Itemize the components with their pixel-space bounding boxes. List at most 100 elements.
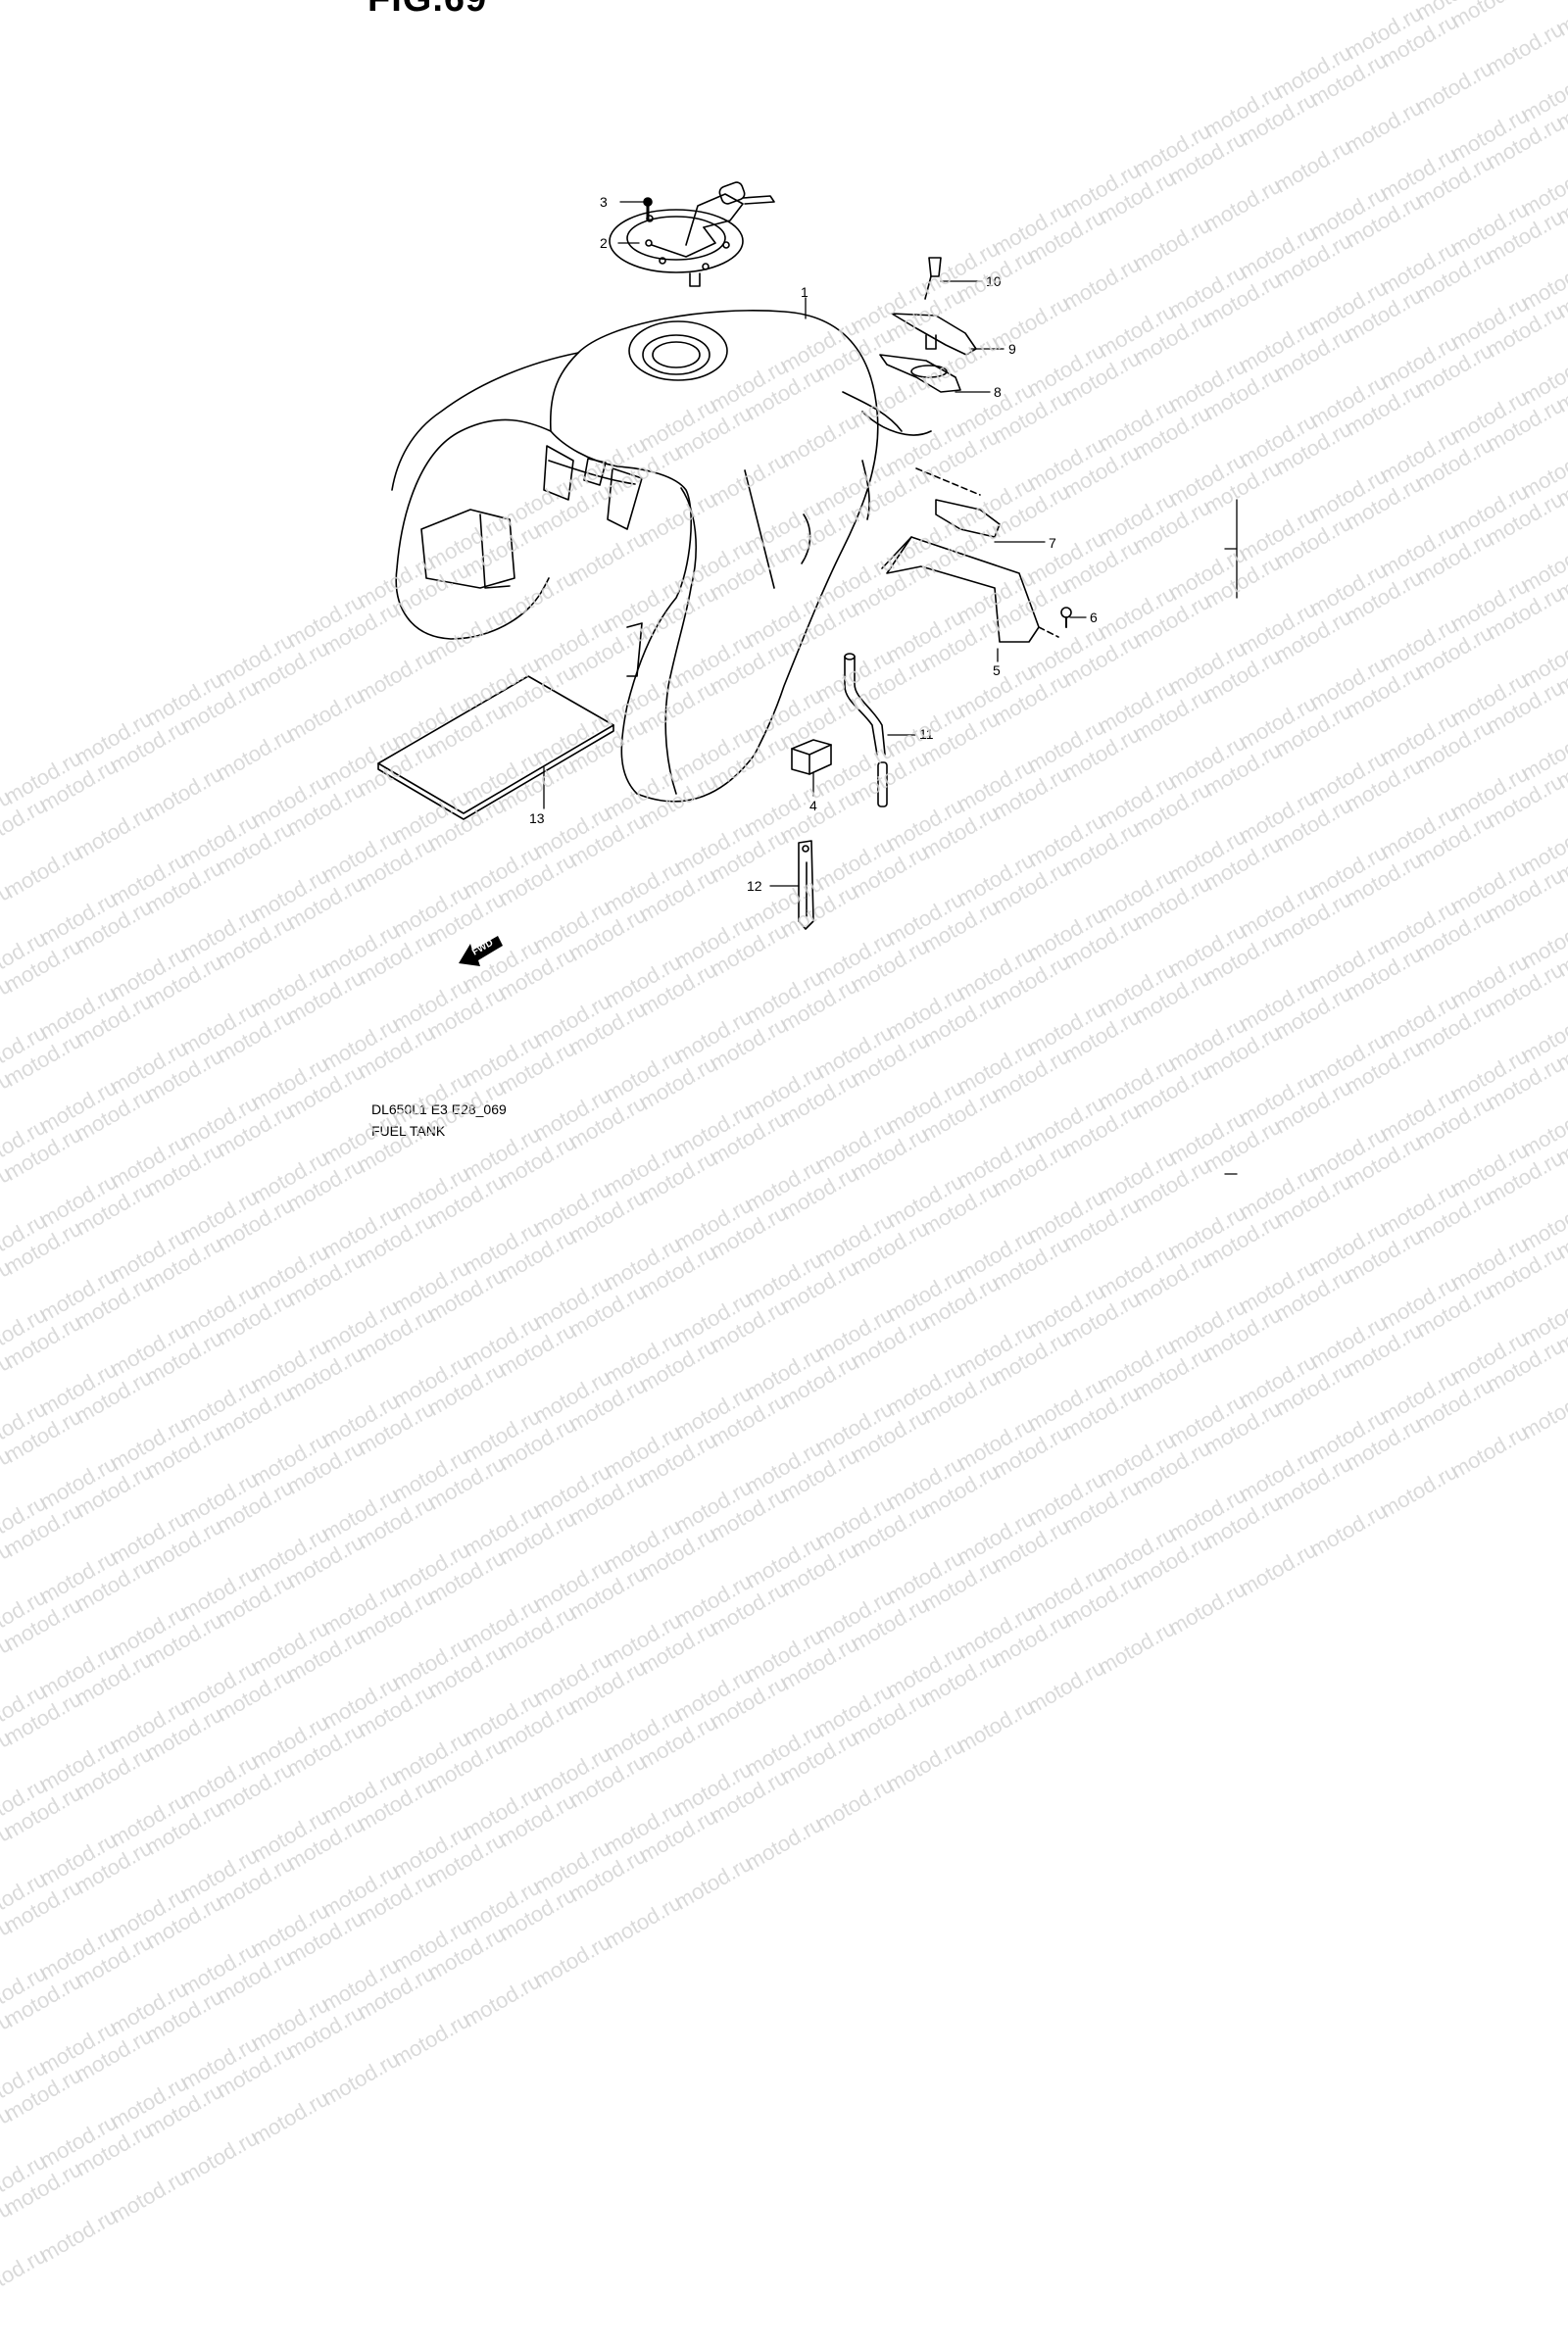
watermark-text: motod.ru [847, 1309, 933, 1374]
watermark-text: motod.ru [459, 1874, 545, 1938]
watermark-text: motod.ru [847, 1215, 933, 1280]
watermark-text: motod.ru [529, 1270, 615, 1335]
watermark-text: motod.ru [564, 1372, 651, 1437]
callout-8[interactable]: 8 [994, 384, 1002, 400]
callout-4[interactable]: 4 [809, 798, 817, 813]
watermark-text: motod.ru [141, 1513, 227, 1578]
watermark-text: motod.ru [0, 2101, 16, 2166]
watermark-text: motod.ru [318, 1576, 404, 1640]
callout-2[interactable]: 2 [600, 235, 608, 251]
watermark-text: motod.ru [988, 1607, 1074, 1672]
watermark-text: motod.ru [847, 1497, 933, 1562]
watermark-text: motod.ru [1164, 1199, 1250, 1264]
callout-9[interactable]: 9 [1008, 341, 1016, 357]
bracket-drawing [881, 467, 1072, 643]
watermark-text: motod.ru [1058, 1474, 1145, 1539]
watermark-text: motod.ru [0, 1780, 86, 1844]
callout-12[interactable]: 12 [747, 878, 762, 894]
watermark-text: motod.ru [388, 1725, 474, 1789]
watermark-text: motod.ru [212, 1192, 298, 1256]
watermark-text: motod.ru [247, 1333, 333, 1397]
watermark-text: motod.ru [564, 1654, 651, 1719]
watermark-text: motod.ru [35, 1921, 122, 1985]
watermark-text: motod.ru [282, 1905, 368, 1970]
watermark-text: motod.ru [176, 1748, 263, 1813]
callout-7[interactable]: 7 [1049, 535, 1056, 551]
watermark-text: motod.ru [106, 1976, 192, 2040]
watermark-text: motod.ru [141, 1607, 227, 1672]
watermark-text: motod.ru [1094, 1427, 1180, 1491]
watermark-text: motod.ru [247, 1239, 333, 1303]
watermark-text: motod.ru [106, 1317, 192, 1382]
callout-3[interactable]: 3 [600, 194, 608, 210]
watermark-text: motod.ru [0, 1584, 51, 1648]
watermark-text: motod.ru [0, 1866, 51, 1931]
watermark-text: motod.ru [670, 1756, 757, 1821]
watermark-text: motod.ru [0, 1631, 16, 1695]
callout-13[interactable]: 13 [529, 810, 545, 826]
watermark-text: motod.ru [988, 1419, 1074, 1484]
watermark-text: motod.ru [0, 1537, 16, 1601]
watermark-text: motod.ru [706, 1764, 792, 1829]
watermark-text: motod.ru [176, 1936, 263, 2001]
watermark-text: motod.ru [635, 1239, 721, 1303]
watermark-text: motod.ru [1341, 1411, 1427, 1476]
watermark-text: motod.ru [670, 1286, 757, 1350]
watermark-text: motod.ru [141, 1983, 227, 2048]
watermark-text: motod.ru [353, 1772, 439, 1836]
watermark-text: motod.ru [494, 1411, 580, 1476]
watermark-text: motod.ru [706, 1576, 792, 1640]
watermark-text: motod.ru [353, 1678, 439, 1742]
watermark-text: motod.ru [282, 1717, 368, 1782]
watermark-text: motod.ru [353, 1960, 439, 2025]
watermark-text: motod.ru [459, 1497, 545, 1562]
watermark-text: motod.ru [494, 1599, 580, 1664]
watermark-text: motod.ru [1376, 1364, 1462, 1429]
watermark-text: motod.ru [141, 1795, 227, 1860]
watermark-text: motod.ru [706, 1294, 792, 1358]
callout-1[interactable]: 1 [801, 284, 808, 300]
watermark-text: motod.ru [1446, 1325, 1533, 1390]
watermark-text: motod.ru [141, 1325, 227, 1390]
watermark-text: motod.ru [1552, 1199, 1568, 1264]
callout-11[interactable]: 11 [919, 726, 934, 742]
callout-5[interactable]: 5 [993, 662, 1001, 678]
watermark-text: motod.ru [212, 1662, 298, 1727]
watermark-text: motod.ru [494, 1693, 580, 1758]
watermark-text: motod.ru [423, 1450, 510, 1515]
watermark-text: motod.ru [988, 1513, 1074, 1578]
watermark-text: motod.ru [1023, 1654, 1109, 1719]
watermark-text: motod.ru [0, 1819, 16, 1883]
watermark-text: motod.ru [1305, 1403, 1392, 1468]
watermark-text: motod.ru [176, 1278, 263, 1343]
watermark-text: motod.ru [106, 1505, 192, 1570]
watermark-text: motod.ru [670, 1662, 757, 1727]
watermark-text: motod.ru [1376, 1176, 1462, 1241]
watermark-text: motod.ru [1446, 1231, 1533, 1296]
callout-6[interactable]: 6 [1090, 610, 1098, 625]
watermark-text: motod.ru [1270, 1450, 1356, 1515]
watermark-text: motod.ru [0, 1395, 51, 1460]
watermark-text: motod.ru [282, 1529, 368, 1593]
watermark-text: motod.ru [353, 1301, 439, 1366]
watermark-text: motod.ru [318, 1764, 404, 1829]
watermark-text: motod.ru [71, 1834, 157, 1899]
callout-10[interactable]: 10 [986, 273, 1002, 289]
watermark-text: motod.ru [953, 1505, 1039, 1570]
watermark-text: motod.ru [247, 1709, 333, 1774]
watermark-text: motod.ru [847, 1686, 933, 1750]
watermark-text: motod.ru [1376, 1270, 1462, 1335]
watermark-text: motod.ru [0, 2156, 86, 2221]
watermark-text: motod.ru [670, 1568, 757, 1633]
watermark-text: motod.ru [141, 1231, 227, 1296]
watermark-text: motod.ru [741, 1247, 827, 1311]
watermark-text: motod.ru [1200, 1490, 1286, 1554]
watermark-text: motod.ru [0, 1301, 51, 1366]
watermark-text: motod.ru [0, 2007, 16, 2072]
watermark-text: motod.ru [670, 1380, 757, 1444]
watermark-text: motod.ru [1235, 1254, 1321, 1319]
watermark-text: motod.ru [917, 1364, 1004, 1429]
watermark-text: motod.ru [35, 1450, 122, 1515]
fwd-arrow-icon [459, 936, 503, 966]
watermark-text: motod.ru [0, 1968, 86, 2032]
